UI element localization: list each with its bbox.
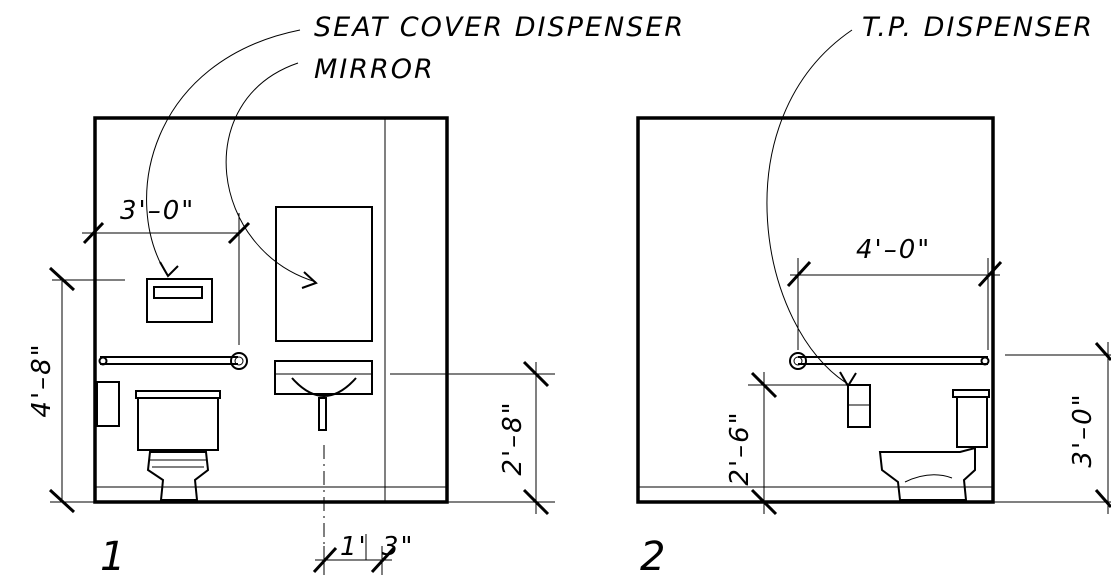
mirror-leader bbox=[225, 62, 317, 283]
dim-seat-cover-height bbox=[48, 266, 125, 514]
elevation-2-wall-outline bbox=[636, 116, 995, 504]
seat-cover-leader bbox=[146, 29, 301, 276]
dim-lavatory-offset-label-b: 3" bbox=[382, 532, 415, 562]
elevation-1-number: 1 bbox=[100, 534, 127, 580]
tp-dispenser bbox=[847, 384, 871, 428]
toilet-2 bbox=[878, 389, 990, 501]
dim-tp-height-label: 2'–6" bbox=[725, 410, 755, 485]
dim-lavatory-height-label: 2'–8" bbox=[498, 400, 528, 475]
grab-bar-2 bbox=[789, 352, 990, 370]
dim-grab-bar-height-1 bbox=[82, 213, 251, 345]
toilet-1 bbox=[135, 390, 221, 501]
dim-grab-bar-length bbox=[786, 258, 1003, 350]
seat-cover-dispenser-label: SEAT COVER DISPENSER bbox=[314, 12, 685, 43]
tp-dispenser-label: T.P. DISPENSER bbox=[862, 12, 1094, 43]
dim-lavatory-height bbox=[390, 360, 555, 516]
tp-dispenser-left bbox=[96, 381, 120, 427]
dim-grab-bar-height-2-label: 3'–0" bbox=[1068, 392, 1098, 467]
dim-grab-bar-height-1-label: 3'–0" bbox=[120, 196, 195, 226]
dim-tp-height bbox=[748, 371, 848, 516]
seat-cover-dispenser bbox=[146, 278, 213, 323]
mirror-label: MIRROR bbox=[314, 54, 435, 85]
elevation-2: 4'–0" 2'–6" 3'–0" 2 bbox=[636, 29, 1111, 580]
dim-grab-bar-height-2 bbox=[993, 342, 1111, 514]
elevation-1: 3'–0" 4'–8" 2'–8" 1' 3" bbox=[27, 29, 555, 580]
tp-dispenser-leader bbox=[766, 29, 853, 385]
grab-bar-1 bbox=[98, 352, 248, 370]
elevation-2-number: 2 bbox=[640, 534, 667, 580]
dim-lavatory-offset-label-a: 1' bbox=[340, 532, 368, 562]
dim-seat-cover-height-label: 4'–8" bbox=[27, 342, 57, 417]
lavatory bbox=[274, 360, 373, 431]
elevation-1-wall-outline bbox=[93, 116, 449, 504]
dim-lavatory-offset bbox=[312, 546, 396, 575]
dim-grab-bar-length-label: 4'–0" bbox=[856, 235, 931, 265]
mirror bbox=[275, 206, 373, 342]
